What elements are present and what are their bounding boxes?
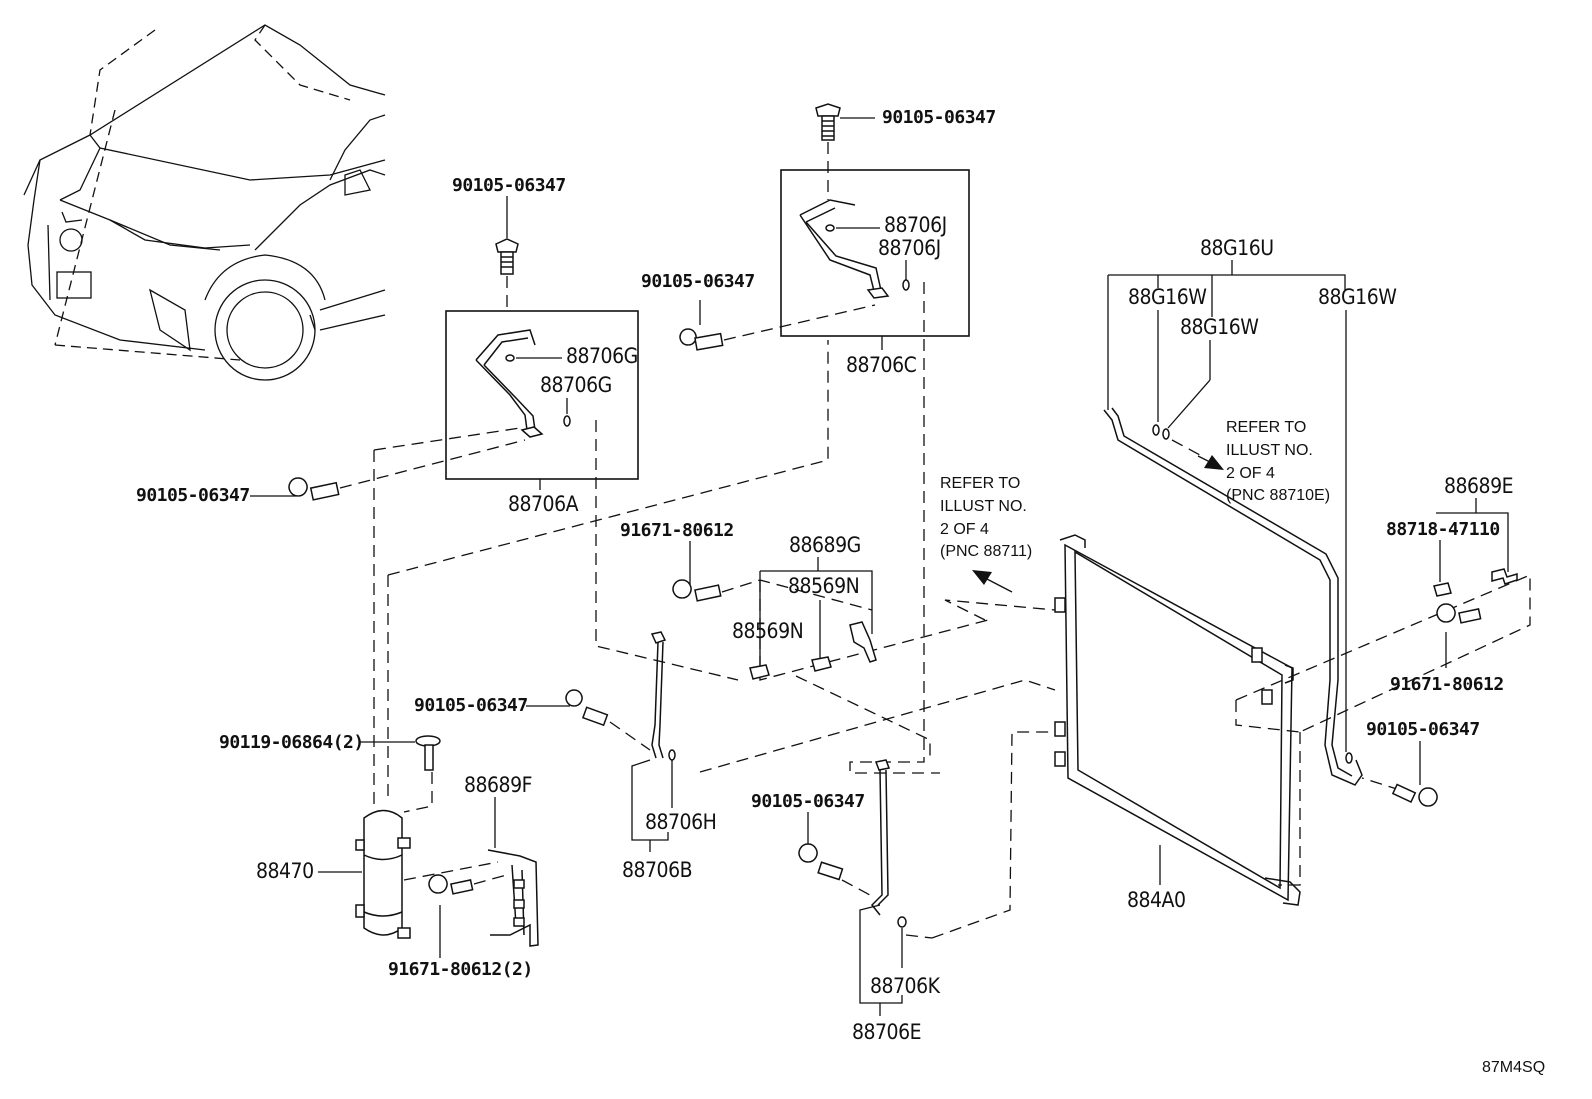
pipe-88706c-icon bbox=[799, 199, 910, 299]
diagram-code: 87M4SQ bbox=[1482, 1059, 1545, 1076]
part-88G16W-label: 88G16W bbox=[1180, 315, 1259, 339]
bolt-icon bbox=[495, 238, 519, 275]
part-884A0-label: 884A0 bbox=[1127, 888, 1186, 912]
receiver-88470-icon bbox=[355, 809, 411, 939]
svg-text:2 OF 4: 2 OF 4 bbox=[1226, 465, 1275, 482]
part-number-label: 90105-06347 bbox=[136, 485, 250, 506]
bracket-88689f-icon bbox=[487, 849, 539, 947]
part-88706H-label: 88706H bbox=[645, 810, 716, 834]
bolt-icon bbox=[565, 689, 609, 727]
svg-text:(PNC 88711): (PNC 88711) bbox=[940, 543, 1032, 560]
part-number-label: 88718-47110 bbox=[1386, 519, 1500, 540]
part-88689E-label: 88689E bbox=[1444, 474, 1513, 498]
part-number-label: 91671-80612(2) bbox=[388, 959, 533, 980]
pipe-88706a-box bbox=[445, 310, 639, 480]
svg-text:REFER TO: REFER TO bbox=[1226, 419, 1306, 436]
clip-icon bbox=[1433, 568, 1518, 597]
part-number-label: 91671-80612 bbox=[1390, 674, 1504, 695]
part-number-label: 90105-06347 bbox=[452, 175, 566, 196]
part-number-label: 91671-80612 bbox=[620, 520, 734, 541]
part-number-label: 90105-06347 bbox=[414, 695, 528, 716]
bolt-icon bbox=[1436, 603, 1482, 624]
part-88569N-label: 88569N bbox=[788, 574, 859, 598]
part-88706A-label: 88706A bbox=[508, 492, 579, 516]
part-88706K-label: 88706K bbox=[870, 974, 941, 998]
part-88706G-label: 88706G bbox=[540, 373, 612, 397]
part-88689F-label: 88689F bbox=[464, 773, 532, 797]
pipe-88g16u-icon bbox=[1103, 407, 1363, 786]
bolt-icon bbox=[428, 874, 474, 895]
part-88706E-label: 88706E bbox=[852, 1020, 921, 1044]
part-88689G-label: 88689G bbox=[789, 533, 861, 557]
part-88706G-label: 88706G bbox=[566, 344, 638, 368]
vehicle-front-sketch bbox=[23, 24, 386, 381]
part-number-label: 90105-06347 bbox=[641, 271, 755, 292]
svg-text:ILLUST NO.: ILLUST NO. bbox=[940, 498, 1027, 515]
part-88706J-label: 88706J bbox=[884, 213, 947, 237]
bolt-icon bbox=[288, 477, 340, 501]
arrow-icon bbox=[1197, 455, 1224, 470]
part-88G16U-label: 88G16U bbox=[1200, 236, 1274, 260]
pipe-88706e-icon bbox=[870, 759, 907, 928]
part-number-label: 90105-06347 bbox=[882, 107, 996, 128]
svg-text:(PNC 88710E): (PNC 88710E) bbox=[1226, 487, 1330, 504]
pipe-88706c-box bbox=[780, 169, 970, 337]
refer-note: REFER TO ILLUST NO. 2 OF 4 (PNC 88710E) bbox=[1226, 419, 1330, 504]
screw-icon bbox=[415, 735, 441, 771]
bolt-icon bbox=[798, 843, 844, 881]
part-88706J-label: 88706J bbox=[878, 236, 941, 260]
bolt-icon bbox=[1391, 783, 1438, 807]
bolt-icon bbox=[815, 103, 841, 141]
pipe-88706b-icon bbox=[650, 631, 676, 761]
svg-text:REFER TO: REFER TO bbox=[940, 475, 1020, 492]
part-88569N-label: 88569N bbox=[732, 619, 803, 643]
part-88706C-label: 88706C bbox=[846, 353, 917, 377]
bolt-icon bbox=[672, 579, 722, 602]
svg-text:2 OF 4: 2 OF 4 bbox=[940, 521, 989, 538]
clip-icon bbox=[749, 621, 877, 680]
part-number-label: 90105-06347 bbox=[1366, 719, 1480, 740]
part-number-label: 90105-06347 bbox=[751, 791, 865, 812]
part-88470-label: 88470 bbox=[256, 859, 314, 883]
part-88G16W-label: 88G16W bbox=[1128, 285, 1207, 309]
part-number-label: 90119-06864(2) bbox=[219, 732, 364, 753]
svg-text:ILLUST NO.: ILLUST NO. bbox=[1226, 442, 1313, 459]
part-88G16W-label: 88G16W bbox=[1318, 285, 1397, 309]
pipe-88706a-icon bbox=[475, 329, 571, 438]
part-88706B-label: 88706B bbox=[622, 858, 692, 882]
arrow-icon bbox=[972, 570, 1013, 593]
refer-note: REFER TO ILLUST NO. 2 OF 4 (PNC 88711) bbox=[940, 475, 1032, 560]
condenser-884a0-icon bbox=[1054, 534, 1301, 906]
bolt-icon bbox=[679, 328, 724, 351]
